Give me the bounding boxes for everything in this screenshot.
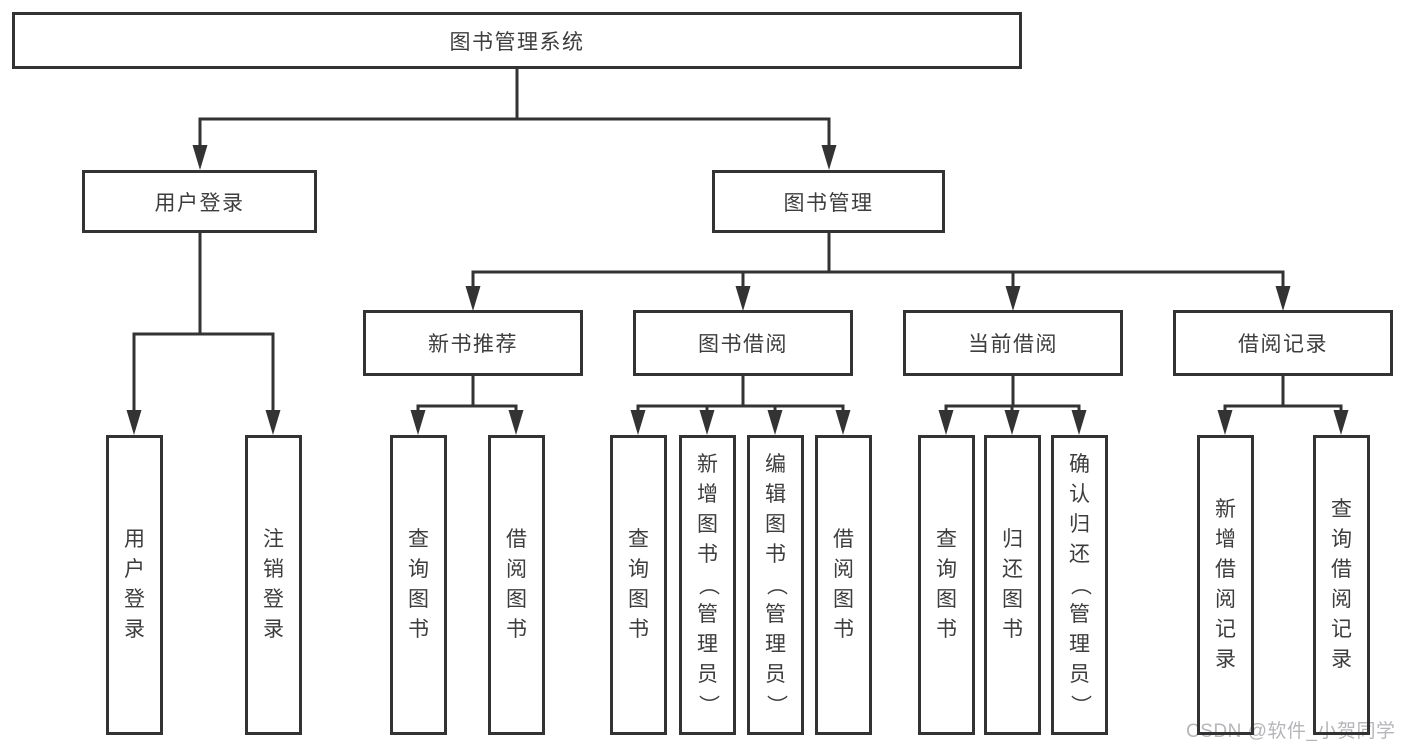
leaf-logout: 注销登录	[245, 435, 302, 735]
leaf-query-books-borrowing: 查询图书	[610, 435, 667, 735]
connector-book-borrowing-to-leaves	[630, 374, 851, 435]
leaf-label: 编辑图书（管理员）	[764, 453, 788, 716]
connector-root-to-level2	[192, 68, 837, 170]
leaf-query-books-current: 查询图书	[918, 435, 975, 735]
node-book-management: 图书管理	[712, 170, 945, 233]
node-label: 图书管理系统	[449, 30, 585, 54]
leaf-label: 用户登录	[124, 528, 145, 641]
leaf-label: 借阅图书	[833, 528, 854, 641]
node-user-login: 用户登录	[82, 170, 317, 233]
node-label: 借阅记录	[1238, 333, 1328, 356]
leaf-query-borrow-record: 查询借阅记录	[1313, 435, 1370, 735]
leaf-label: 查询图书	[408, 528, 429, 641]
leaf-edit-books-admin: 编辑图书（管理员）	[747, 435, 804, 735]
node-label: 新书推荐	[428, 333, 518, 356]
leaf-confirm-return-admin: 确认归还（管理员）	[1051, 435, 1108, 735]
connector-borrowing-records-to-leaves	[1217, 374, 1349, 435]
leaf-return-books: 归还图书	[984, 435, 1041, 735]
leaf-query-books-recommend: 查询图书	[390, 435, 447, 735]
leaf-label: 注销登录	[263, 528, 284, 641]
leaf-add-borrow-record: 新增借阅记录	[1197, 435, 1254, 735]
node-book-borrowing: 图书借阅	[633, 310, 853, 376]
node-library-management-system: 图书管理系统	[12, 12, 1022, 69]
leaf-label: 新增借阅记录	[1215, 498, 1236, 671]
leaf-label: 查询图书	[628, 528, 649, 641]
leaf-label: 确认归还（管理员）	[1068, 453, 1092, 716]
leaf-borrow-books-borrowing: 借阅图书	[815, 435, 872, 735]
node-label: 用户登录	[154, 191, 245, 215]
leaf-borrow-books-recommend: 借阅图书	[488, 435, 545, 735]
leaf-label: 查询借阅记录	[1331, 498, 1352, 671]
leaf-add-books-admin: 新增图书（管理员）	[679, 435, 736, 735]
connector-current-borrowing-to-leaves	[938, 374, 1087, 435]
leaf-user-login: 用户登录	[106, 435, 163, 735]
leaf-label: 归还图书	[1002, 528, 1023, 641]
connector-user-login-to-leaves	[126, 231, 281, 435]
leaf-label: 借阅图书	[506, 528, 527, 641]
leaf-label: 新增图书（管理员）	[696, 453, 720, 716]
node-label: 图书借阅	[698, 333, 788, 356]
node-borrowing-records: 借阅记录	[1173, 310, 1393, 376]
node-new-book-recommend: 新书推荐	[363, 310, 583, 376]
leaf-label: 查询图书	[936, 528, 957, 641]
watermark-text: CSDN @软件_小贺同学	[1186, 721, 1396, 742]
connector-book-management-to-level3	[465, 231, 1291, 311]
connector-new-book-recommend-to-leaves	[410, 374, 524, 435]
node-label: 图书管理	[783, 191, 874, 215]
node-label: 当前借阅	[968, 333, 1058, 356]
node-current-borrowing: 当前借阅	[903, 310, 1123, 376]
